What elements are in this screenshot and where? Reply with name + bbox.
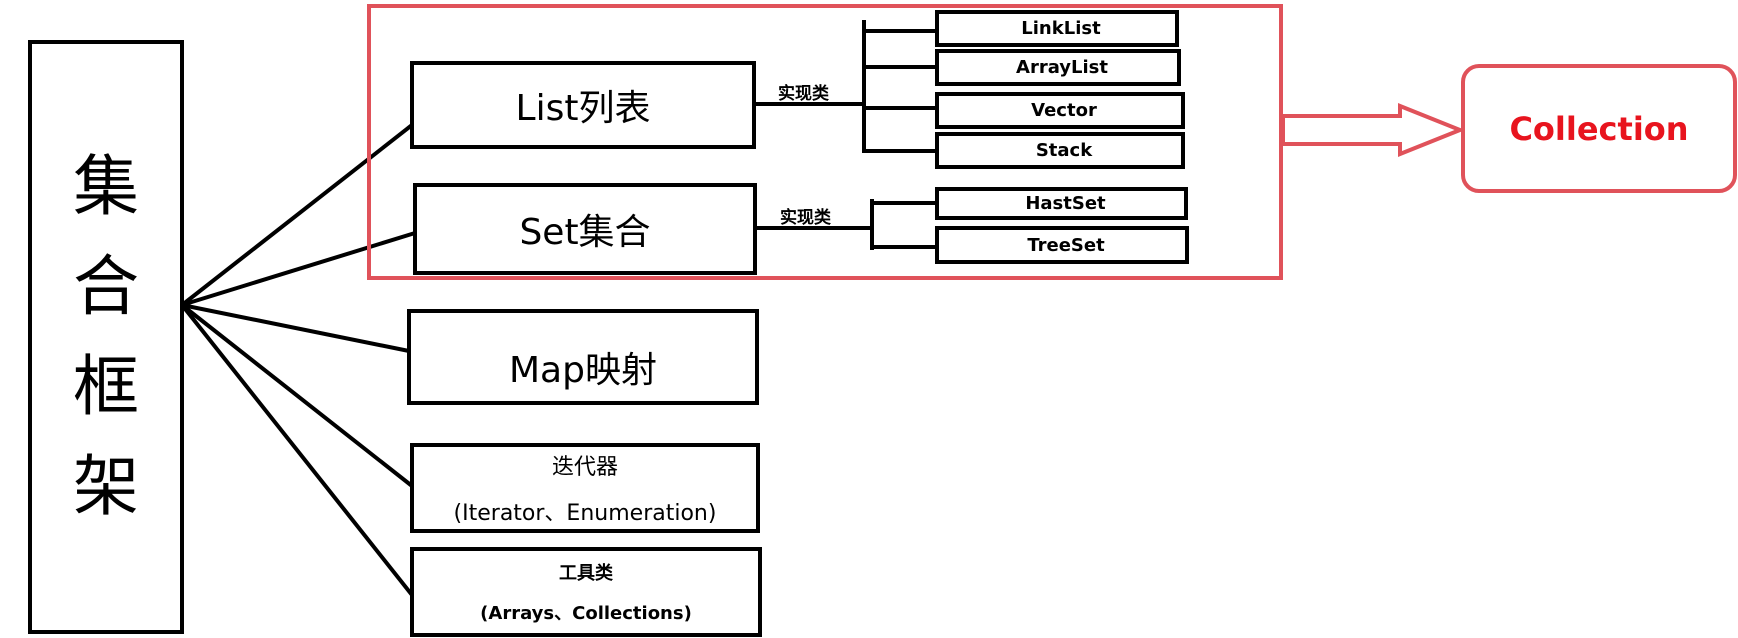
impl-box-linklist: LinkList	[935, 10, 1179, 47]
impl-box-stack: Stack	[935, 132, 1185, 169]
iterator-subtitle: (Iterator、Enumeration)	[453, 501, 717, 526]
impl-box-treeset: TreeSet	[935, 226, 1189, 264]
tools-box: 工具类 (Arrays、Collections)	[410, 547, 762, 637]
impl-box-hastset: HastSet	[935, 187, 1188, 220]
iterator-title: 迭代器	[551, 455, 618, 480]
list-label: List列表	[515, 88, 651, 129]
collection-box: Collection	[1461, 64, 1737, 193]
list-box: List列表	[410, 61, 756, 149]
root-char: 合	[73, 248, 139, 325]
root-to-tools-line	[180, 303, 414, 597]
root-to-list-line	[180, 123, 414, 307]
tools-subtitle: (Arrays、Collections)	[480, 603, 692, 624]
root-char: 架	[73, 448, 139, 525]
root-to-map-line	[181, 303, 410, 353]
map-label: Map映射	[509, 350, 657, 391]
impl-label: LinkList	[1021, 18, 1101, 39]
root-char: 集	[73, 148, 139, 225]
impl-box-vector: Vector	[935, 92, 1185, 129]
set-label: Set集合	[519, 212, 651, 253]
root-to-iterator-line	[180, 303, 414, 488]
impl-label: TreeSet	[1027, 234, 1105, 256]
collection-group-frame	[367, 4, 1283, 280]
impl-label: HastSet	[1025, 193, 1106, 214]
set-impl-label: 实现类	[780, 208, 831, 228]
root-char: 框	[73, 348, 139, 425]
list-impl-label: 实现类	[778, 84, 829, 104]
collection-label: Collection	[1509, 109, 1689, 148]
impl-label: Stack	[1035, 140, 1093, 161]
set-box: Set集合	[413, 183, 757, 275]
map-box: Map映射	[407, 309, 759, 405]
root-to-set-line	[181, 231, 416, 307]
arrow-shape	[1281, 103, 1466, 157]
iterator-box: 迭代器 (Iterator、Enumeration)	[410, 443, 760, 533]
root-box: 集 合 框 架	[28, 40, 184, 634]
impl-label: ArrayList	[1016, 57, 1108, 78]
tools-title: 工具类	[559, 563, 613, 584]
impl-label: Vector	[1031, 100, 1097, 121]
impl-box-arraylist: ArrayList	[935, 49, 1181, 86]
